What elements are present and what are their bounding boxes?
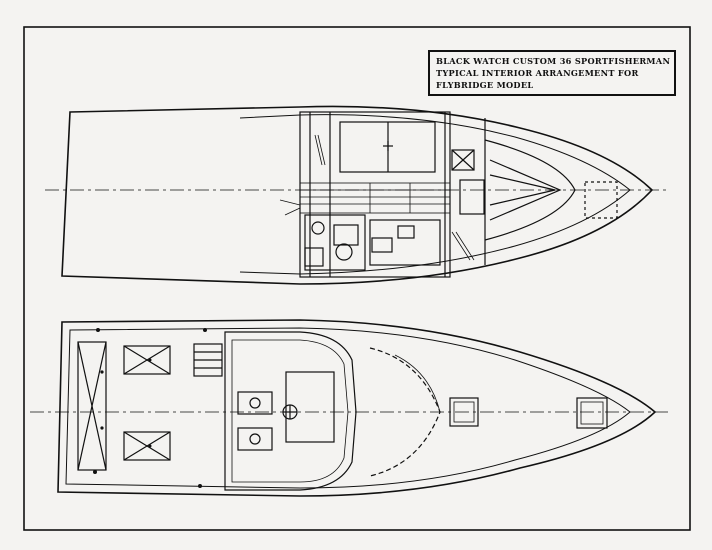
- deck-gunwale-inner: [65, 327, 631, 489]
- deck-hull-outline: [57, 319, 657, 497]
- cockpit-hatch-port: [123, 345, 171, 375]
- transom-fish-box: [77, 341, 107, 471]
- title-line-3: FLYBRIDGE MODEL: [436, 80, 534, 90]
- companionway-steps: [299, 182, 451, 214]
- head-compartment: [304, 214, 366, 271]
- foredeck-hatch-plan: [584, 181, 618, 219]
- flybridge-outline: [224, 331, 357, 491]
- helm-chair-port: [237, 391, 273, 415]
- helm-chair-starboard: [237, 427, 273, 451]
- title-line-2: TYPICAL INTERIOR ARRANGEMENT FOR: [436, 68, 639, 78]
- cockpit-hatch-starboard: [123, 431, 171, 461]
- berth-storage: [459, 179, 485, 215]
- toilet-fixture: [311, 221, 325, 235]
- foredeck-hatch-aft: [449, 397, 479, 427]
- title-line-1: BLACK WATCH CUSTOM 36 SPORTFISHERMAN: [436, 56, 671, 66]
- v-berth: [484, 139, 576, 241]
- foredeck-hatch-forward: [576, 397, 608, 429]
- drawing-title-block: BLACK WATCH CUSTOM 36 SPORTFISHERMAN TYP…: [428, 50, 676, 96]
- interior-plan-view: [45, 105, 668, 285]
- galley-counter: [369, 219, 441, 266]
- deck-fittings: [93, 328, 207, 488]
- helm-console: [285, 371, 335, 443]
- flybridge-deck-view: [30, 319, 668, 497]
- drawing-frame: [23, 26, 691, 531]
- interior-hull-outline: [61, 105, 654, 285]
- sink-fixture: [335, 243, 353, 261]
